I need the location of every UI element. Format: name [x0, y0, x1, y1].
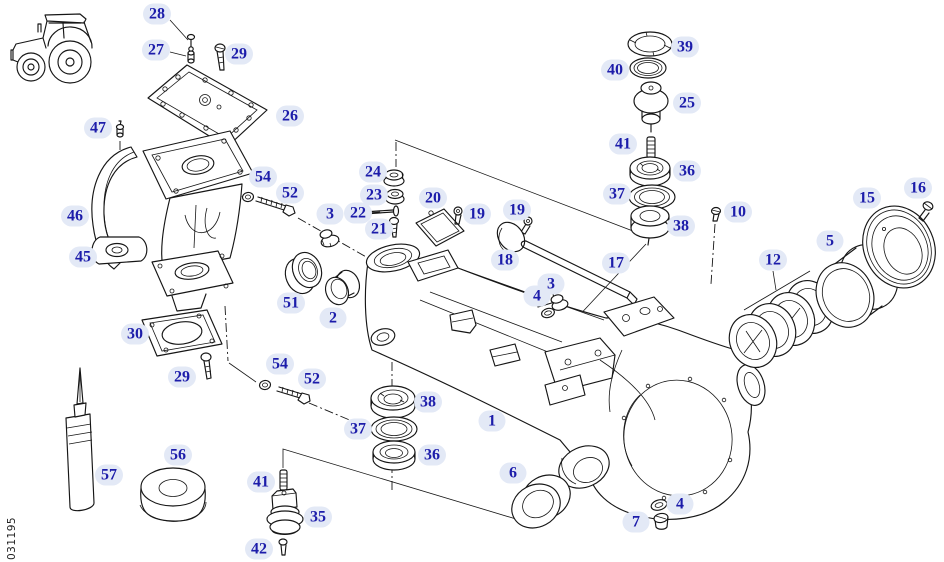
callout-41[interactable]: 41	[247, 471, 275, 493]
callout-38[interactable]: 38	[667, 215, 695, 237]
callout-29[interactable]: 29	[225, 43, 253, 65]
callout-19[interactable]: 19	[503, 199, 531, 221]
part-6-ring	[511, 474, 571, 529]
part-17-rod	[520, 240, 638, 306]
part-41-spring-left	[279, 469, 288, 491]
part-54-nut-upper	[241, 191, 255, 203]
callout-12[interactable]: 12	[759, 249, 787, 271]
callout-22[interactable]: 22	[344, 202, 372, 224]
part-57-sealant-cartridge	[65, 367, 95, 512]
callout-39[interactable]: 39	[671, 36, 699, 58]
callout-36[interactable]: 36	[418, 444, 446, 466]
callout-54[interactable]: 54	[249, 166, 277, 188]
part-26-cover-plate	[147, 64, 268, 148]
callout-24[interactable]: 24	[359, 161, 387, 183]
callout-4[interactable]: 4	[523, 285, 551, 307]
part-35-valve	[266, 488, 304, 536]
callout-38[interactable]: 38	[414, 391, 442, 413]
part-23-bushing	[385, 188, 405, 205]
part-38-bearing-left	[370, 385, 416, 419]
part-27-fitting	[187, 50, 195, 64]
part-19-screw-left	[453, 206, 463, 225]
callout-25[interactable]: 25	[673, 92, 701, 114]
callout-37[interactable]: 37	[344, 418, 372, 440]
part-10-screw	[710, 206, 722, 222]
callout-16[interactable]: 16	[904, 177, 932, 199]
part-30-gasket	[141, 309, 223, 357]
callout-30[interactable]: 30	[121, 323, 149, 345]
callout-21[interactable]: 21	[365, 218, 393, 240]
part-38-bearing-cup-right	[630, 205, 670, 246]
part-47-grease-fitting	[115, 120, 125, 138]
callout-4[interactable]: 4	[666, 493, 694, 515]
callout-40[interactable]: 40	[601, 59, 629, 81]
callout-26[interactable]: 26	[276, 105, 304, 127]
part-25-cap-assembly	[633, 81, 669, 133]
callout-15[interactable]: 15	[853, 187, 881, 209]
callout-27[interactable]: 27	[142, 39, 170, 61]
part-39-ring	[627, 31, 673, 57]
callout-1[interactable]: 1	[478, 410, 506, 432]
callout-19[interactable]: 19	[463, 203, 491, 225]
callout-51[interactable]: 51	[277, 292, 305, 314]
callout-42[interactable]: 42	[245, 538, 273, 560]
callout-52[interactable]: 52	[298, 368, 326, 390]
part-18-cap	[496, 221, 526, 253]
callout-56[interactable]: 56	[164, 444, 192, 466]
callout-17[interactable]: 17	[602, 252, 630, 274]
part-12-ring-set	[728, 280, 835, 368]
callout-7[interactable]: 7	[622, 511, 650, 533]
part-3-nut-mid	[550, 294, 569, 311]
callout-52[interactable]: 52	[276, 182, 304, 204]
part-2-bushing	[324, 269, 361, 306]
callout-28[interactable]: 28	[143, 3, 171, 25]
callout-35[interactable]: 35	[304, 506, 332, 528]
callout-54[interactable]: 54	[266, 353, 294, 375]
callout-29[interactable]: 29	[168, 366, 196, 388]
part-7-plug	[653, 512, 669, 530]
callout-46[interactable]: 46	[61, 205, 89, 227]
callout-41[interactable]: 41	[609, 133, 637, 155]
part-52-bolt-lower	[276, 386, 311, 405]
part-56-cap	[139, 467, 207, 522]
part-40-ring	[629, 57, 667, 79]
callout-5[interactable]: 5	[816, 230, 844, 252]
callout-10[interactable]: 10	[724, 201, 752, 223]
callout-23[interactable]: 23	[360, 184, 388, 206]
part-20-cover-plate	[415, 208, 465, 247]
part-28-fitting	[186, 33, 196, 52]
part-54-nut-lower	[258, 379, 272, 391]
document-code: 031195	[6, 516, 18, 560]
part-51-bearing-cup	[284, 251, 323, 295]
part-42-bolt	[278, 538, 288, 556]
part-knuckle-body	[151, 183, 243, 312]
part-15-seal	[862, 205, 936, 289]
callout-47[interactable]: 47	[84, 117, 112, 139]
callout-37[interactable]: 37	[603, 183, 631, 205]
part-4-washer-mid	[541, 307, 555, 319]
part-36-bearing-right	[629, 156, 671, 187]
part-36-bearing-left	[372, 440, 416, 471]
callout-2[interactable]: 2	[319, 307, 347, 329]
callout-36[interactable]: 36	[673, 160, 701, 182]
part-24-bushing	[383, 169, 405, 187]
callout-57[interactable]: 57	[95, 464, 123, 486]
part-3-nut-left	[319, 229, 340, 248]
tractor-icon	[10, 13, 93, 84]
callout-6[interactable]: 6	[499, 462, 527, 484]
part-45-lug	[91, 236, 148, 265]
callout-18[interactable]: 18	[491, 249, 519, 271]
part-16-screw	[918, 201, 934, 222]
callout-3[interactable]: 3	[316, 203, 344, 225]
part-19-screw-right	[520, 216, 533, 235]
callout-45[interactable]: 45	[69, 246, 97, 268]
part-29-bolt-lower	[200, 352, 212, 380]
part-29-bolt-top	[214, 43, 226, 71]
part-52-bolt-upper	[255, 196, 296, 217]
callout-20[interactable]: 20	[419, 187, 447, 209]
